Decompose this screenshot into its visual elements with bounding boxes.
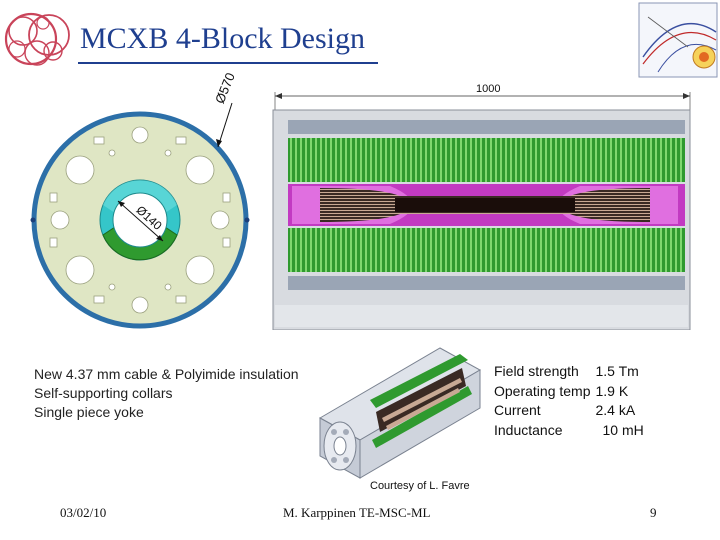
note-item: Self-supporting collars [34,385,173,401]
spec-row: Current 2.4 kA [494,401,644,421]
footer-author: M. Karppinen TE-MSC-ML [283,505,431,520]
note-item: New 4.37 mm cable & Polyimide insulation [34,366,299,382]
title-underline [78,62,378,64]
lower-coil-stack [288,228,685,272]
note-item: Single piece yoke [34,404,144,420]
image-credit: Courtesy of L. Favre [370,480,470,492]
magnet-cross-section-drawing: Ø140 [30,102,250,329]
spec-row: Operating temp 1.9 K [494,382,644,402]
spec-label: Inductance [494,421,563,438]
magnet-side-view-drawing [272,92,691,330]
spec-row: Inductance 10 mH [494,421,644,441]
magnet-isometric-cutaway [318,347,482,479]
spec-value: 2.4 kA [595,402,636,418]
spec-label: Field strength [494,363,579,379]
upper-coil-stack [288,138,685,182]
spec-value: 10 mH [602,421,644,438]
length-dimension-label: 1000 [476,83,501,95]
page-number: 9 [650,505,657,520]
cern-logo [4,12,70,66]
spec-value: 1.5 Tm [595,363,639,379]
footer-date: 03/02/10 [60,505,107,520]
design-notes: New 4.37 mm cable & Polyimide insulation… [34,365,299,422]
spec-value: 1.9 K [595,382,629,399]
specs-table: Field strength 1.5 Tm Operating temp 1.9… [494,362,644,440]
spec-label: Operating temp [494,382,591,399]
slide-title: MCXB 4-Block Design [80,22,365,55]
corner-schematic-image [638,2,718,78]
spec-row: Field strength 1.5 Tm [494,362,644,382]
spec-label: Current [494,402,541,418]
